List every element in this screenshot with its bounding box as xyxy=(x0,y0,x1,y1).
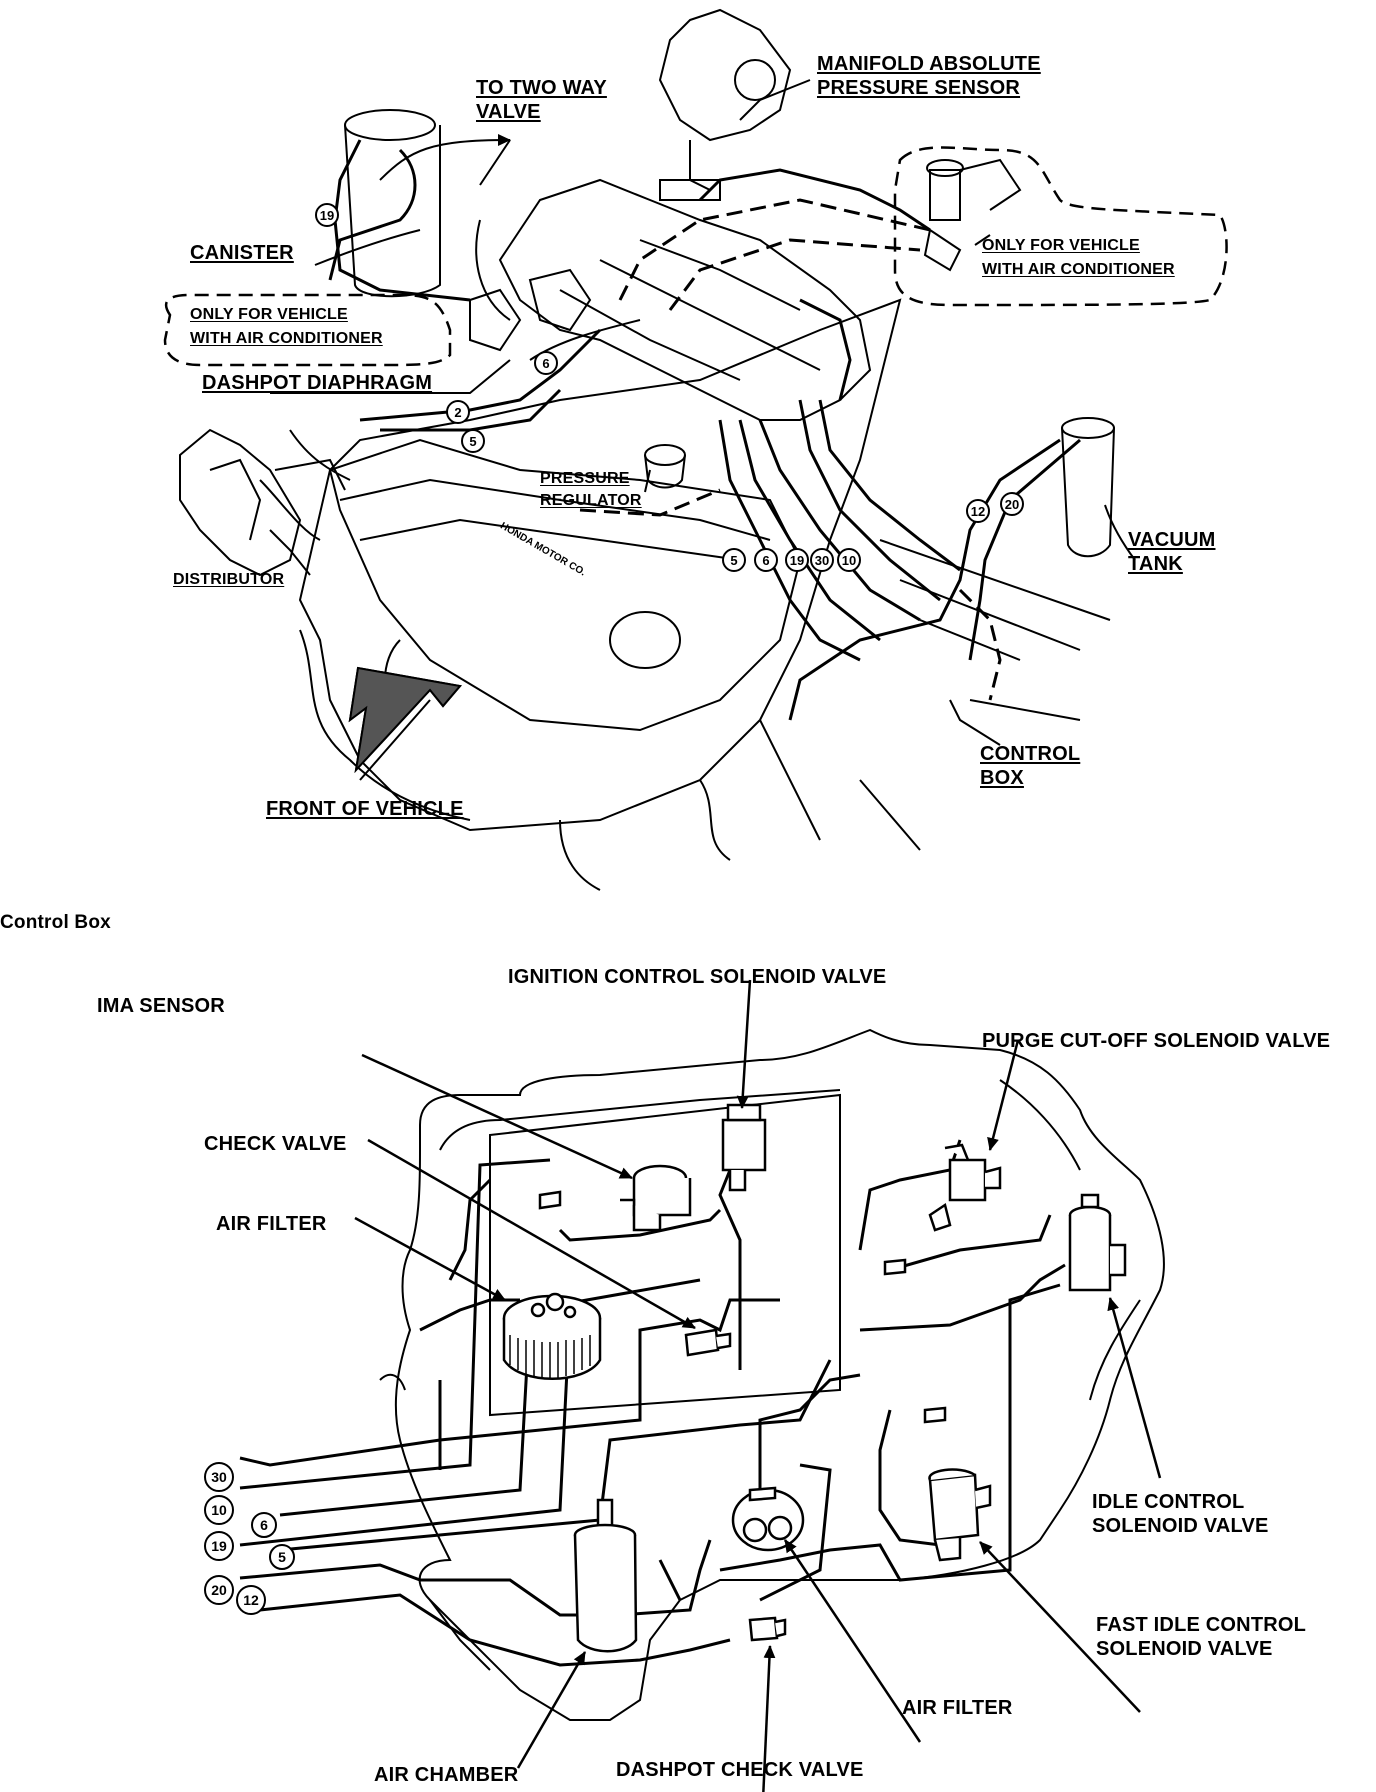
ima-sensor-label: IMA SENSOR xyxy=(97,995,225,1017)
idle-control-line2: SOLENOID VALVE xyxy=(1092,1515,1269,1537)
ignition-control-solenoid-icon xyxy=(721,1103,767,1192)
engine-hose-num: 19 xyxy=(790,553,804,568)
fast-idle-line1: FAST IDLE CONTROL xyxy=(1096,1614,1307,1636)
ac-only-right-line2: WITH AIR CONDITIONER xyxy=(982,261,1175,278)
air-filter-round-icon xyxy=(731,1486,805,1552)
engine-logo-text: HONDA MOTOR CO. xyxy=(498,521,587,579)
box-leader-lines xyxy=(354,979,1162,1792)
distributor-label: DISTRIBUTOR xyxy=(173,571,285,588)
to-two-way-valve-label: TO TWO WAY VALVE xyxy=(476,76,607,124)
engine-hose-number-circles xyxy=(315,203,1024,572)
air-filter-cylinder-icon xyxy=(502,1292,602,1380)
vacuum-tank-line2: TANK xyxy=(1128,553,1183,575)
box-hose-num: 6 xyxy=(260,1517,268,1533)
section-title: Control Box xyxy=(0,912,111,933)
box-hose-number-text: 30 10 6 19 5 20 12 xyxy=(211,1469,286,1608)
control-box-components xyxy=(502,1103,1127,1653)
check-valve-icon xyxy=(684,1328,732,1357)
map-sensor-line1: MANIFOLD ABSOLUTE xyxy=(817,53,1041,75)
control-box-line2: BOX xyxy=(980,767,1024,789)
box-hose-num: 10 xyxy=(211,1502,227,1518)
box-hose-number-circles xyxy=(204,1462,295,1615)
dashpot-diaphragm-label: DASHPOT DIAPHRAGM xyxy=(202,372,433,394)
map-sensor-label: MANIFOLD ABSOLUTE PRESSURE SENSOR xyxy=(817,52,1041,100)
ima-sensor-icon xyxy=(620,1164,692,1232)
control-box-outline xyxy=(379,1028,1165,1721)
box-hose-num: 19 xyxy=(211,1538,227,1554)
pressure-regulator-line2: REGULATOR xyxy=(540,492,642,509)
box-hose-num: 30 xyxy=(211,1469,227,1485)
ignition-control-solenoid-label: IGNITION CONTROL SOLENOID VALVE xyxy=(508,966,887,988)
air-chamber-icon xyxy=(573,1498,638,1653)
vacuum-tank-label: VACUUM TANK xyxy=(1128,528,1216,576)
dashpot-check-valve-label: DASHPOT CHECK VALVE xyxy=(616,1759,864,1781)
pressure-regulator-label: PRESSURE REGULATOR xyxy=(540,468,642,512)
fast-idle-solenoid-icon xyxy=(928,1468,992,1562)
air-filter-left-label: AIR FILTER xyxy=(216,1213,327,1235)
to-two-way-valve-line1: TO TWO WAY xyxy=(476,77,607,99)
ac-only-dashed-boxes xyxy=(163,146,1228,367)
engine-hose-num: 10 xyxy=(842,553,856,568)
engine-hose-num: 19 xyxy=(320,208,334,223)
fast-idle-line2: SOLENOID VALVE xyxy=(1096,1638,1273,1660)
engine-hose-num: 6 xyxy=(542,356,549,371)
idle-control-solenoid-icon xyxy=(1068,1193,1127,1292)
purge-cutoff-solenoid-icon xyxy=(928,1143,1002,1232)
engine-leader-lines xyxy=(269,79,1136,746)
idle-control-line1: IDLE CONTROL xyxy=(1092,1491,1245,1513)
engine-hose-num: 5 xyxy=(730,553,737,568)
idle-control-solenoid-label: IDLE CONTROL SOLENOID VALVE xyxy=(1092,1490,1269,1538)
ac-only-right-label: ONLY FOR VEHICLE WITH AIR CONDITIONER xyxy=(982,234,1175,282)
engine-hose-num: 20 xyxy=(1005,497,1019,512)
engine-hose-number-text: 19 6 2 5 5 6 19 30 10 12 20 xyxy=(320,208,1019,568)
engine-hose-num: 30 xyxy=(815,553,829,568)
control-box-engine-label: CONTROL BOX xyxy=(980,742,1080,790)
air-filter-bottom-label: AIR FILTER xyxy=(902,1697,1013,1719)
pressure-regulator-line1: PRESSURE xyxy=(540,470,630,487)
purge-cutoff-solenoid-label: PURGE CUT-OFF SOLENOID VALVE xyxy=(982,1030,1331,1052)
ac-only-left-label: ONLY FOR VEHICLE WITH AIR CONDITIONER xyxy=(190,303,383,351)
ac-only-left-line2: WITH AIR CONDITIONER xyxy=(190,330,383,347)
engine-hoses xyxy=(328,139,1081,721)
front-of-vehicle-label: FRONT OF VEHICLE xyxy=(266,798,464,820)
vacuum-tank-line1: VACUUM xyxy=(1128,529,1216,551)
air-chamber-label: AIR CHAMBER xyxy=(374,1764,519,1786)
box-hose-num: 12 xyxy=(243,1592,259,1608)
control-box-line1: CONTROL xyxy=(980,743,1081,765)
engine-illustration xyxy=(179,8,1115,891)
engine-hose-num: 12 xyxy=(971,504,985,519)
to-two-way-valve-line2: VALVE xyxy=(476,101,541,123)
engine-hose-num: 6 xyxy=(762,553,769,568)
ac-hoses-dashed xyxy=(579,198,1002,701)
canister-label: CANISTER xyxy=(190,242,294,264)
map-sensor-line2: PRESSURE SENSOR xyxy=(817,77,1021,99)
box-hose-num: 20 xyxy=(211,1582,227,1598)
engine-hose-num: 5 xyxy=(469,434,476,449)
engine-hose-num: 2 xyxy=(454,405,461,420)
ac-only-left-line1: ONLY FOR VEHICLE xyxy=(190,306,348,323)
box-hose-num: 5 xyxy=(278,1549,286,1565)
check-valve-label: CHECK VALVE xyxy=(204,1133,347,1155)
ac-only-right-line1: ONLY FOR VEHICLE xyxy=(982,237,1140,254)
fast-idle-solenoid-label: FAST IDLE CONTROL SOLENOID VALVE xyxy=(1096,1613,1306,1661)
dashpot-check-valve-icon xyxy=(748,1616,787,1642)
